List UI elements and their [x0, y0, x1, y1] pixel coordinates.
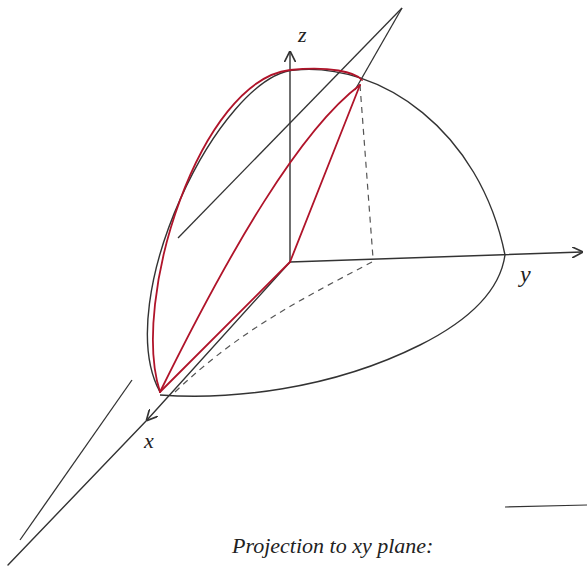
hemisphere-outline — [147, 69, 505, 392]
plane-edge — [355, 8, 402, 90]
red-curve — [160, 85, 360, 392]
axes — [8, 52, 582, 565]
red-line — [160, 262, 290, 392]
x-axis-extension — [8, 420, 147, 565]
hidden-lines — [175, 85, 373, 392]
red-line — [290, 85, 360, 262]
z-axis — [289, 52, 290, 262]
hemisphere — [147, 69, 505, 396]
axis-label: z — [298, 24, 307, 46]
caption-note: Projection to xy plane: — [232, 535, 433, 557]
separator — [505, 505, 587, 507]
y-axis — [290, 252, 582, 262]
axis-label: y — [520, 262, 531, 286]
plane-edge — [178, 8, 402, 238]
region-edges — [153, 69, 362, 392]
dashed-drop — [360, 85, 373, 258]
red-arc — [153, 69, 362, 392]
axis-label: x — [144, 430, 154, 452]
hemisphere-base — [160, 255, 505, 396]
plane-edge — [20, 380, 132, 540]
dashed-curve — [175, 262, 372, 392]
plane-lines — [20, 8, 402, 540]
